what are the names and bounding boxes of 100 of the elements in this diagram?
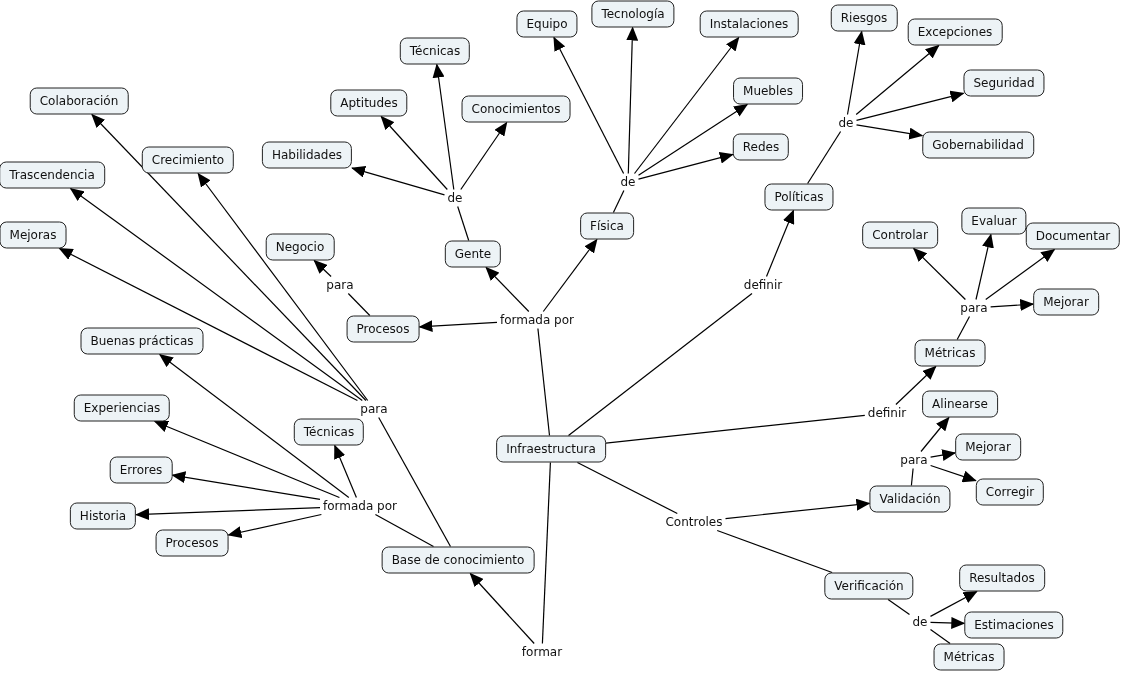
arrow: [895, 365, 937, 406]
connector-line: [956, 315, 971, 341]
arrow: [227, 513, 322, 539]
concept-box: Mejorar: [1033, 288, 1099, 316]
arrow: [846, 30, 866, 116]
arrow: [765, 209, 795, 278]
arrow: [724, 498, 871, 520]
arrow: [432, 63, 455, 191]
concept-box: Base de conocimiento: [381, 546, 535, 574]
concept-box: Errores: [109, 456, 173, 484]
arrow: [334, 444, 357, 499]
concept-box: Instalaciones: [699, 10, 799, 38]
concept-box: Conocimientos: [461, 95, 571, 123]
concept-box: Métricas: [933, 643, 1005, 671]
concept-box: Historia: [69, 502, 137, 530]
arrow: [990, 298, 1035, 311]
connector-line: [576, 461, 678, 515]
connector-line: [537, 327, 551, 437]
arrow: [58, 247, 358, 402]
arrow: [855, 90, 965, 121]
arrow: [69, 187, 363, 402]
concept-box: Muebles: [733, 77, 803, 105]
concept-box: Evaluar: [961, 207, 1027, 235]
arrow: [975, 233, 994, 301]
arrow: [930, 464, 977, 483]
arrow: [135, 507, 321, 521]
arrow: [542, 238, 598, 313]
arrow: [171, 471, 321, 500]
concept-box: Experiencias: [73, 394, 171, 422]
connector-line: [612, 189, 625, 214]
connector-line: [929, 628, 951, 645]
arrow: [929, 590, 978, 617]
arrow: [469, 572, 535, 645]
connector-line: [457, 205, 470, 242]
arrow: [553, 36, 625, 175]
concept-box: Negocio: [265, 233, 335, 261]
connector-line: [887, 598, 911, 616]
arrow: [913, 247, 966, 301]
arrow: [197, 172, 369, 402]
concept-box: Políticas: [764, 183, 834, 211]
arrow: [855, 124, 924, 140]
connector-line: [910, 467, 914, 487]
linking-phrase: formada por: [321, 498, 399, 514]
concept-box: Trascendencia: [0, 161, 105, 189]
arrow: [485, 266, 530, 313]
arrow: [626, 26, 639, 175]
arrow: [929, 617, 966, 629]
concept-box: Documentar: [1025, 222, 1121, 250]
connector-line: [807, 130, 842, 185]
arrow: [351, 165, 446, 196]
concept-box: Física: [580, 212, 634, 240]
concept-box: Técnicas: [293, 418, 365, 446]
concept-box: Crecimiento: [141, 146, 235, 174]
concept-box: Buenas prácticas: [80, 327, 204, 355]
arrow: [637, 103, 749, 176]
arrow: [920, 416, 950, 453]
arrow: [159, 353, 350, 499]
concept-box: Métricas: [914, 339, 986, 367]
connector-line: [605, 414, 866, 444]
concept-box: Aptitudes: [330, 89, 408, 117]
concept-box: Estimaciones: [964, 611, 1064, 639]
concept-box: Redes: [732, 133, 790, 161]
concept-box: Controlar: [862, 221, 938, 249]
connector-line: [374, 513, 435, 548]
connector-line: [378, 416, 452, 548]
concept-box: Técnicas: [399, 37, 471, 65]
arrow: [418, 320, 498, 333]
concept-box: Equipo: [516, 10, 578, 38]
concept-box: Resultados: [959, 564, 1045, 592]
arrow: [637, 151, 734, 180]
connector-line: [567, 292, 753, 437]
arrow: [153, 420, 340, 499]
connector-line: [347, 292, 371, 317]
concept-box: Corregir: [975, 478, 1045, 506]
concept-box: Riesgos: [830, 4, 898, 32]
arrow: [91, 113, 367, 402]
concept-box: Seguridad: [963, 69, 1045, 97]
concept-box: Mejorar: [955, 433, 1021, 461]
connector-line: [541, 461, 551, 645]
concept-box: Validación: [869, 485, 951, 513]
linking-phrase: formada por: [498, 312, 576, 328]
concept-box: Infraestructura: [496, 435, 606, 463]
arrow: [313, 259, 332, 278]
arrow: [460, 121, 508, 191]
concept-box: Verificación: [824, 572, 914, 600]
arrow: [855, 44, 940, 116]
concept-box: Alinearse: [922, 390, 998, 418]
concept-box: Excepciones: [907, 18, 1003, 46]
concept-box: Tecnología: [591, 0, 675, 28]
concept-box: Habilidades: [261, 141, 353, 169]
arrow: [380, 115, 448, 191]
concept-box: Procesos: [346, 315, 420, 343]
concept-box: Mejoras: [0, 221, 67, 249]
arrow: [930, 449, 957, 461]
arrow: [985, 248, 1056, 301]
concept-box: Gente: [444, 240, 502, 268]
concept-box: Procesos: [155, 529, 229, 557]
concept-box: Gobernabilidad: [922, 131, 1034, 159]
connector-line: [716, 529, 833, 574]
arrow: [633, 36, 740, 175]
